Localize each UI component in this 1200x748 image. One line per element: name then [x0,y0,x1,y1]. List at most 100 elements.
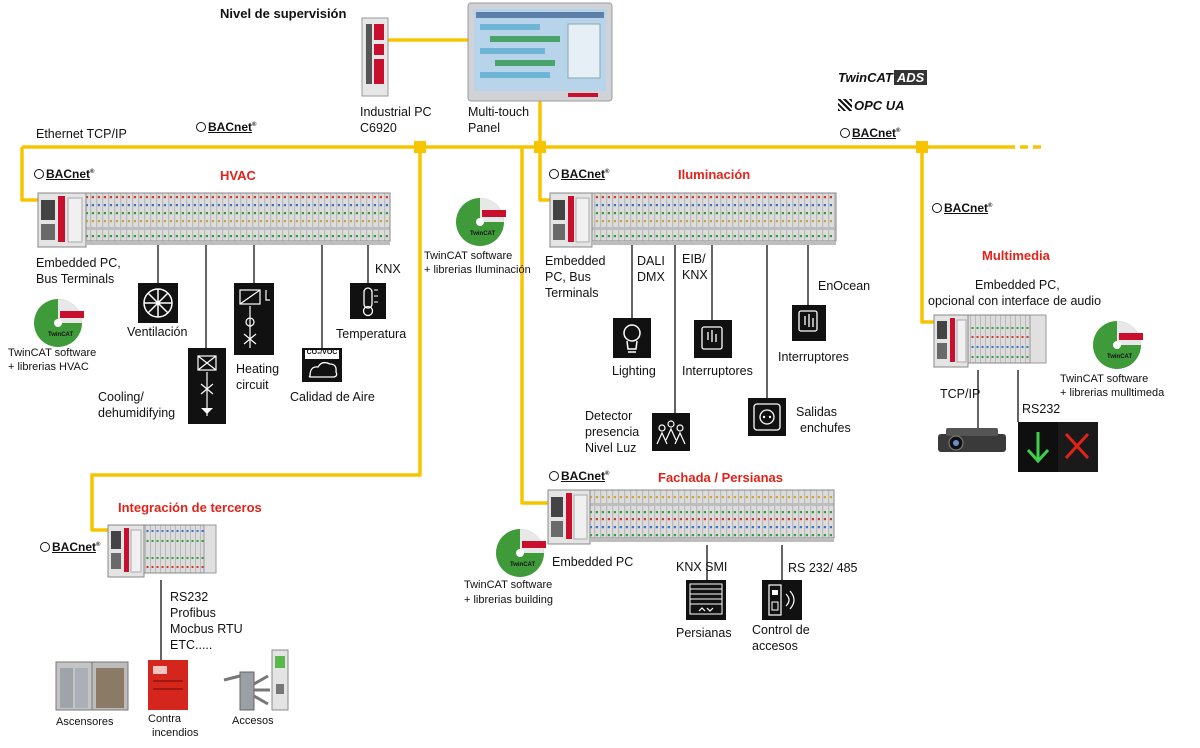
persianas-icon [686,580,726,620]
contra-incendios-label-1: Contra [148,713,182,725]
iluminacion-embedded-pc-device [549,192,837,248]
protocols-label-3: Mocbus RTU [170,622,243,636]
terceros-title: Integración de terceros [118,500,262,515]
hvac-device-label-2: Bus Terminals [36,272,115,286]
multimedia-software-label-1: TwinCAT software [1060,373,1149,385]
protocols-label-1: RS232 [170,590,209,604]
cooling-label-1: Cooling/ [98,390,144,404]
twincat-cd-iluminacion: TwinCAT [456,198,506,246]
dali-label: DALI [637,254,665,268]
detector-label-1: Detector [585,409,633,423]
panel-label-1: Multi-touch [468,105,530,119]
iluminacion-software-label-2: + librerias Iluminación [424,264,531,276]
co2-badge: CO₂/VOC [306,349,338,356]
terceros-embedded-pc-device [107,524,217,578]
hvac-software-label-1: TwinCAT software [8,347,97,359]
control-accesos-label-2: accesos [752,639,798,653]
salidas-label-1: Salidas [796,405,837,419]
accesos-label: Accesos [232,715,274,727]
calidad-aire-icon [302,348,342,382]
interruptores-icon-a [694,320,732,358]
detector-label-3: Nivel Luz [585,441,637,455]
enocean-label: EnOcean [818,279,871,293]
opc-ua-logo: OPC UA [838,98,905,113]
cd-label: TwinCAT [510,562,535,568]
multimedia-embedded-pc-device [933,314,1047,368]
iluminacion-device-label-2: PC, Bus [545,270,591,284]
fachada-embedded-pc-device [547,489,835,545]
dmx-label: DMX [637,270,665,284]
heating-label-1: Heating [236,362,280,376]
multimedia-device-label-2: opcional con interface de audio [928,294,1102,308]
hvac-software-label-2: + librerias HVAC [8,361,89,373]
multimedia-tcpip-label: TCP/IP [940,387,981,401]
temperatura-icon [350,283,386,319]
detector-presencia-icon [652,413,690,451]
bacnet-icon [932,203,942,213]
bus-junctions [414,141,928,153]
industrial-pc-label-2: C6920 [360,121,397,135]
lighting-label: Lighting [612,364,656,378]
iluminacion-knx-label: KNX [682,268,708,282]
heating-label-2: circuit [236,378,269,392]
twincat-cd-hvac: TwinCAT [34,299,84,347]
heating-circuit-icon [234,283,274,355]
hvac-embedded-pc-device [37,192,391,248]
salidas-enchufes-icon [748,398,786,436]
cd-label: TwinCAT [1107,354,1132,360]
bacnet-logo-iluminacion: BACnet® [549,167,609,181]
temperatura-label: Temperatura [336,327,407,341]
knx-smi-label: KNX SMI [676,560,728,574]
iluminacion-software-label-1: TwinCAT software [424,250,513,262]
cd-label: TwinCAT [470,231,495,237]
multimedia-rs232-label: RS232 [1022,402,1061,416]
multimedia-title: Multimedia [982,248,1050,263]
cd-label: TwinCAT [48,332,73,338]
multimedia-device-label-1: Embedded PC, [975,278,1060,292]
ascensores-icon [55,661,129,711]
connector-lines [157,245,1019,662]
interruptores-label-a: Interruptores [682,364,753,378]
fachada-device-label: Embedded PC [552,555,634,569]
control-accesos-icon [762,580,802,620]
multimedia-software-label-2: + librerias mulltimeda [1060,387,1165,399]
fachada-title: Fachada / Persianas [658,470,784,485]
salidas-label-2: enchufes [800,421,851,435]
ascensores-label: Ascensores [56,716,114,728]
persianas-label: Persianas [676,626,732,640]
hvac-knx-label: KNX [375,262,401,276]
fachada-software-label-1: TwinCAT software [464,579,553,591]
industrial-pc-label-1: Industrial PC [360,105,432,119]
supervision-level-label: Nivel de supervisión [220,6,347,21]
multi-touch-panel-device [467,2,613,102]
projector-icon [938,428,1006,452]
contra-incendios-label-2: incendios [152,727,199,739]
rs232-485-label: RS 232/ 485 [788,561,858,575]
twincat-cd-fachada: TwinCAT [496,529,546,577]
bacnet-logo-hvac: BACnet® [34,167,94,181]
opc-ua-icon [838,99,852,111]
control-accesos-label-1: Control de [752,623,810,637]
bacnet-logo-fachada: BACnet® [549,469,609,483]
interruptores-label-b: Interruptores [778,350,849,364]
bacnet-logo-terceros: BACnet® [40,540,100,554]
ethernet-label: Ethernet TCP/IP [36,127,127,141]
twincat-cd-multimedia: TwinCAT [1093,321,1143,369]
panel-label-2: Panel [468,121,500,135]
iluminacion-device-label-1: Embedded [545,254,606,268]
hvac-device-label-1: Embedded PC, [36,256,121,270]
contra-incendios-icon [148,660,188,710]
bacnet-logo-protocols: BACnet® [840,126,900,140]
calidad-aire-label: Calidad de Aire [290,390,375,404]
fachada-software-label-2: + librerias building [464,594,553,606]
hvac-title: HVAC [220,168,256,183]
iluminacion-device-label-3: Terminals [545,286,599,300]
industrial-pc-device [361,17,389,97]
protocols-label-4: ETC..... [170,638,213,652]
ventilacion-label: Ventilación [127,325,188,339]
ventilacion-icon [138,283,178,323]
bacnet-logo-multimedia: BACnet® [932,201,992,215]
